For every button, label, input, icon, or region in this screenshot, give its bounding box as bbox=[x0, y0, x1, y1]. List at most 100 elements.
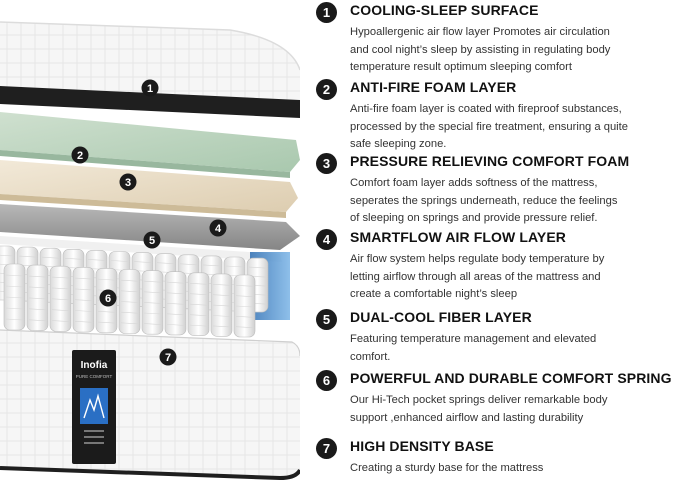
layer-description-line: and cool night’s sleep by assisting in r… bbox=[350, 43, 611, 56]
layer-high-density-base bbox=[0, 330, 300, 478]
layer-description-line: letting airflow through all areas of the… bbox=[350, 270, 601, 283]
brand-label: Inofia PURE COMFORT bbox=[72, 350, 116, 464]
spring-coil-line bbox=[179, 263, 198, 266]
spring-coil-line bbox=[189, 324, 208, 327]
image-marker-number: 6 bbox=[105, 293, 111, 305]
spring-coil-line bbox=[235, 305, 254, 308]
layer-description-line: processed by the special fire treatment,… bbox=[350, 120, 628, 133]
spring-coil-line bbox=[28, 297, 47, 300]
layer-number-icon: 3 bbox=[316, 153, 337, 174]
image-marker-circle bbox=[99, 289, 117, 307]
spring-coil-line bbox=[166, 281, 185, 284]
layer-description-line: create a comfortable night’s sleep bbox=[350, 288, 518, 300]
image-marker: 2 bbox=[71, 146, 89, 164]
spring-coil-line bbox=[143, 323, 162, 325]
spring-coil-line bbox=[120, 322, 139, 325]
brand-badge bbox=[80, 388, 108, 424]
image-marker-number: 7 bbox=[165, 352, 171, 364]
spring-coil-line bbox=[235, 326, 254, 328]
spring-coil-line bbox=[120, 311, 139, 314]
spring-coil-line bbox=[74, 321, 93, 323]
layer-title: HIGH DENSITY BASE bbox=[350, 438, 494, 454]
spring-coil-line bbox=[212, 304, 231, 307]
layer-description-line: Air flow system helps regulate body temp… bbox=[350, 253, 605, 265]
brand-logo: Inofia bbox=[81, 360, 108, 371]
spring-coil-line bbox=[28, 286, 47, 289]
layer-pocket-springs bbox=[0, 245, 290, 338]
spring-coil-line bbox=[120, 279, 139, 282]
spring-coil-line bbox=[97, 311, 116, 313]
layer-description-line: Creating a sturdy base for the mattress bbox=[350, 462, 544, 474]
layer-description-line: Featuring temperature management and ele… bbox=[350, 333, 597, 345]
layer-title: ANTI-FIRE FOAM LAYER bbox=[350, 79, 517, 95]
image-marker-circle bbox=[209, 219, 227, 237]
spring-coil-line bbox=[110, 260, 129, 262]
layer-number-icon: 1 bbox=[316, 2, 337, 23]
layer-title: COOLING-SLEEP SURFACE bbox=[350, 2, 539, 18]
image-marker-number: 4 bbox=[215, 223, 222, 235]
layer-description-line: support ,enhanced airflow and lasting du… bbox=[350, 411, 584, 424]
image-marker-number: 1 bbox=[147, 83, 153, 95]
layer-description-line: seperates the springs underneath, reduce… bbox=[350, 194, 618, 207]
spring-coil-line bbox=[143, 280, 162, 283]
spring-coil-line bbox=[74, 310, 93, 312]
pocket-spring bbox=[164, 271, 187, 336]
layer-description-line: of sleeping on springs and provide press… bbox=[350, 212, 598, 224]
pocket-spring bbox=[187, 272, 210, 336]
layer-description: Comfort foam layer adds softness of the … bbox=[350, 175, 679, 228]
image-marker-number: 3 bbox=[125, 177, 131, 189]
spring-coil-line bbox=[28, 319, 47, 322]
layer-description: Featuring temperature management and ele… bbox=[350, 331, 679, 366]
layer-number-icon: 5 bbox=[316, 309, 337, 330]
spring-coil-line bbox=[74, 277, 93, 280]
layer-description-line: Hypoallergenic air flow layer Promotes a… bbox=[350, 26, 610, 38]
image-marker: 1 bbox=[141, 79, 159, 97]
layer-number-icon: 2 bbox=[316, 79, 337, 100]
pocket-spring bbox=[118, 269, 141, 334]
layer-title: DUAL-COOL FIBER LAYER bbox=[350, 309, 532, 325]
spring-coil-line bbox=[248, 266, 267, 269]
image-marker: 4 bbox=[209, 219, 227, 237]
spring-coil-line bbox=[18, 255, 37, 258]
spring-coil-line bbox=[0, 254, 14, 257]
spring-coil-line bbox=[166, 292, 185, 295]
spring-coil-line bbox=[5, 318, 24, 321]
spring-coil-line bbox=[87, 259, 106, 261]
pocket-spring bbox=[72, 266, 95, 333]
spring-coil-line bbox=[97, 278, 116, 281]
spring-coil-line bbox=[74, 288, 93, 291]
spring-coil-line bbox=[5, 307, 24, 310]
layer-number-icon: 6 bbox=[316, 370, 337, 391]
spring-coil-line bbox=[143, 302, 162, 304]
layer-description: Air flow system helps regulate body temp… bbox=[350, 251, 679, 304]
spring-coil-line bbox=[235, 316, 254, 318]
image-marker: 6 bbox=[99, 289, 117, 307]
spring-coil-line bbox=[133, 261, 152, 263]
layer-cooling-edge bbox=[0, 86, 300, 118]
layer-description: Hypoallergenic air flow layer Promotes a… bbox=[350, 24, 679, 77]
spring-coil-line bbox=[225, 265, 244, 268]
spring-coil-line bbox=[28, 275, 47, 278]
spring-coil-line bbox=[5, 296, 24, 299]
image-marker: 7 bbox=[159, 348, 177, 366]
layer-description: Anti-fire foam layer is coated with fire… bbox=[350, 101, 679, 154]
image-marker: 3 bbox=[119, 173, 137, 191]
brand-subtitle: PURE COMFORT bbox=[76, 374, 113, 379]
spring-coil-line bbox=[143, 291, 162, 294]
image-marker-number: 2 bbox=[77, 150, 83, 162]
layer-dual-cool-fiber bbox=[0, 236, 282, 262]
spring-coil-line bbox=[189, 303, 208, 306]
layer-description-line: temperature result optimum sleeping comf… bbox=[350, 61, 572, 73]
layer-comfort-foam bbox=[0, 160, 298, 212]
spring-coil-line bbox=[189, 314, 208, 316]
spring-coil-line bbox=[212, 294, 231, 296]
image-marker-circle bbox=[119, 173, 137, 191]
spring-coil-line bbox=[120, 290, 139, 293]
spring-coil-line bbox=[212, 325, 231, 328]
spring-coil-line bbox=[5, 274, 24, 277]
layer-description-line: comfort. bbox=[350, 350, 391, 363]
pocket-spring bbox=[233, 274, 256, 338]
spring-coil-line bbox=[202, 264, 221, 267]
pocket-spring bbox=[26, 264, 49, 332]
layer-title: SMARTFLOW AIR FLOW LAYER bbox=[350, 229, 567, 245]
